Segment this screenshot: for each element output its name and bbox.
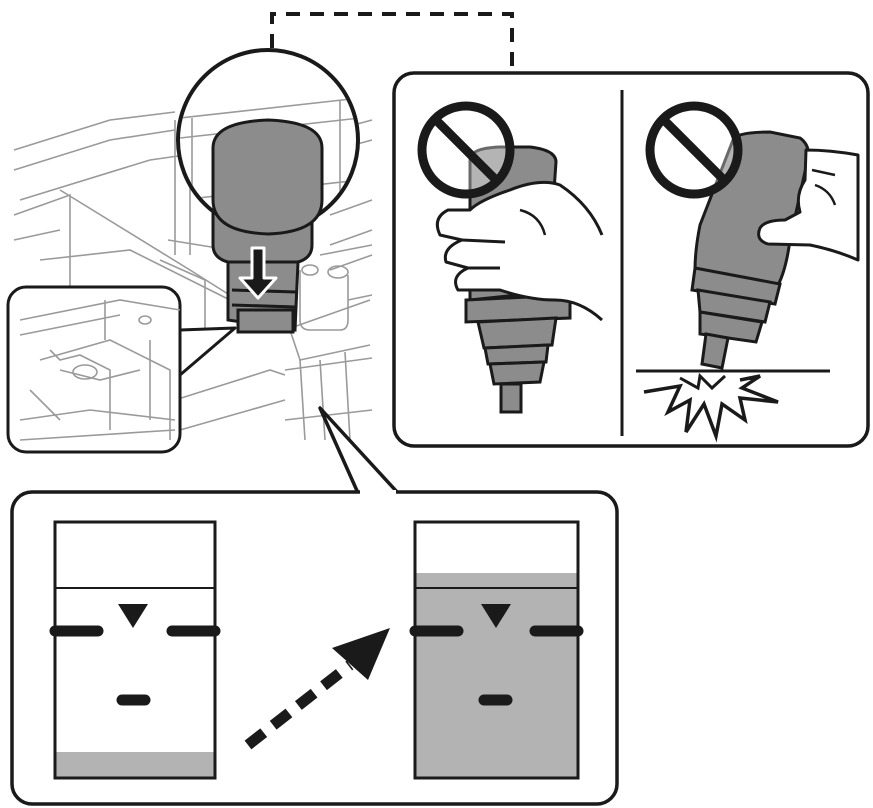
ink-level-fill-after <box>415 573 578 778</box>
magnifier-callout <box>178 50 360 234</box>
tank-detail-callout <box>8 287 235 452</box>
prohibited-icon <box>422 106 510 194</box>
prohibited-panel <box>394 73 868 446</box>
ink-level-fill-before <box>55 752 215 778</box>
ink-level-panel <box>12 408 617 804</box>
prohibited-icon <box>650 106 738 194</box>
